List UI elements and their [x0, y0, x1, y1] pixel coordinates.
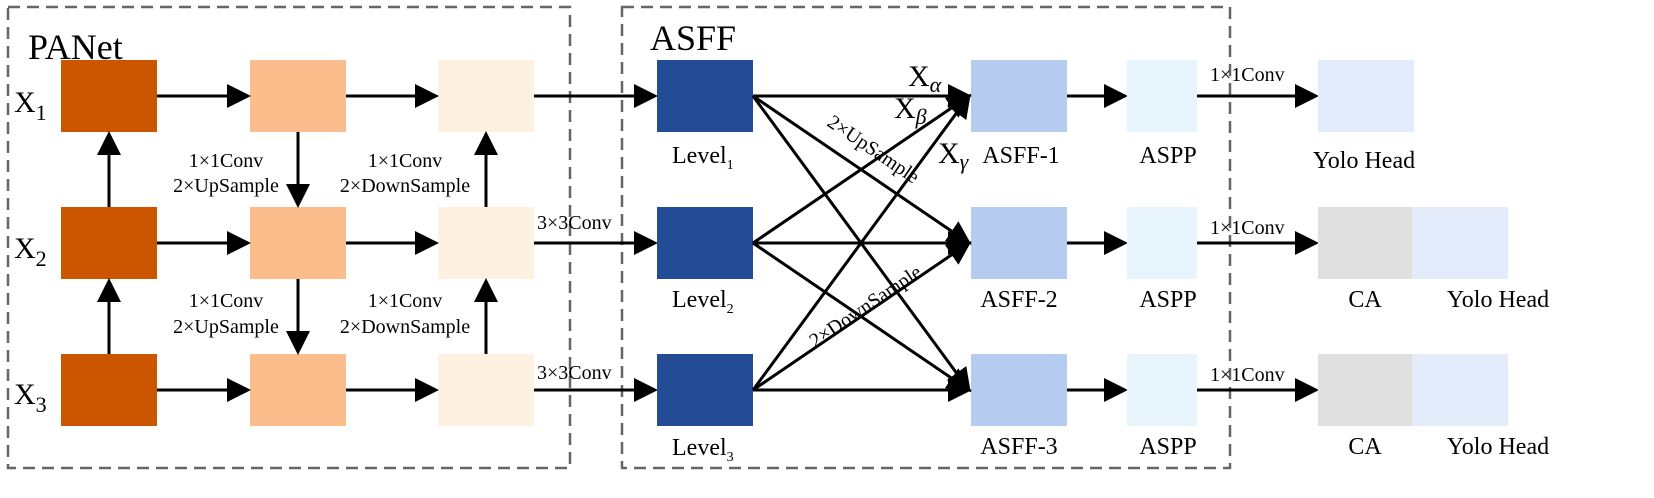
x2-block: [61, 207, 157, 279]
yolo-head-3-label: Yolo Head: [1447, 434, 1549, 460]
yolo-head-1-label: Yolo Head: [1313, 148, 1415, 174]
level2-label: Level2: [672, 287, 734, 317]
ca-block-3: [1318, 354, 1412, 426]
up-sample-label-1: 2×UpSample: [173, 175, 279, 197]
conv3-label-2: 3×3Conv: [537, 212, 612, 234]
up-sample-label-2: 2×UpSample: [173, 316, 279, 338]
ca-label-3: CA: [1348, 434, 1382, 460]
input-label-x1: X1: [14, 86, 47, 125]
up-conv-label-1: 1×1Conv: [189, 150, 264, 172]
up-conv-label-2: 1×1Conv: [189, 290, 264, 312]
aspp2-block: [1127, 207, 1197, 279]
asff3-block: [971, 354, 1067, 426]
down-sample-label-1: 2×DownSample: [340, 175, 470, 197]
asff1-block: [971, 60, 1067, 132]
aspp1-label: ASPP: [1139, 143, 1196, 169]
aspp3-block: [1127, 354, 1197, 426]
asff3-label: ASFF-3: [980, 434, 1057, 460]
yolo-head-2-label: Yolo Head: [1447, 287, 1549, 313]
down-conv-label-1: 1×1Conv: [368, 150, 443, 172]
asff1-label: ASFF-1: [982, 143, 1059, 169]
x3-block: [61, 354, 157, 426]
level3-label: Level3: [672, 435, 734, 465]
down-sample-label-2: 2×DownSample: [340, 316, 470, 338]
asff-title: ASFF: [650, 18, 736, 58]
aspp2-label: ASPP: [1139, 287, 1196, 313]
arrow-l3-a2: [752, 241, 972, 392]
weight-beta-label: Xβ: [894, 92, 927, 129]
aspp3-label: ASPP: [1139, 434, 1196, 460]
panet-mid-block-3: [250, 354, 346, 426]
panet-out-block-2: [438, 207, 534, 279]
panet-out-block-1: [438, 60, 534, 132]
level1-label: Level1: [672, 143, 734, 173]
x1-block: [61, 60, 157, 132]
ca-label-2: CA: [1348, 287, 1382, 313]
asff2-label: ASFF-2: [980, 287, 1057, 313]
conv1-label-2: 1×1Conv: [1210, 217, 1285, 239]
conv3-label-3: 3×3Conv: [537, 362, 612, 384]
level3-block: [657, 354, 753, 426]
aspp1-block: [1127, 60, 1197, 132]
weight-gamma-label: Xγ: [938, 137, 970, 174]
asff2-block: [971, 207, 1067, 279]
level1-block: [657, 60, 753, 132]
panet-mid-block-2: [250, 207, 346, 279]
panet-out-block-3: [438, 354, 534, 426]
down-conv-label-2: 1×1Conv: [368, 290, 443, 312]
input-label-x2: X2: [14, 232, 47, 271]
yolo-head-1-block: [1318, 60, 1414, 132]
conv1-label-1: 1×1Conv: [1210, 64, 1285, 86]
panet-mid-block-1: [250, 60, 346, 132]
yolo-head-3-block: [1412, 354, 1508, 426]
yolo-head-2-block: [1412, 207, 1508, 279]
arrow-l2-a1: [752, 94, 972, 245]
conv1-label-3: 1×1Conv: [1210, 364, 1285, 386]
asff-group-frame: [620, 5, 1232, 470]
arrow-l3-a1: [751, 93, 971, 391]
input-label-x3: X3: [14, 378, 47, 417]
level2-block: [657, 207, 753, 279]
panet-group-frame: [6, 5, 572, 470]
ca-block-2: [1318, 207, 1412, 279]
weight-alpha-label: Xα: [908, 60, 942, 97]
